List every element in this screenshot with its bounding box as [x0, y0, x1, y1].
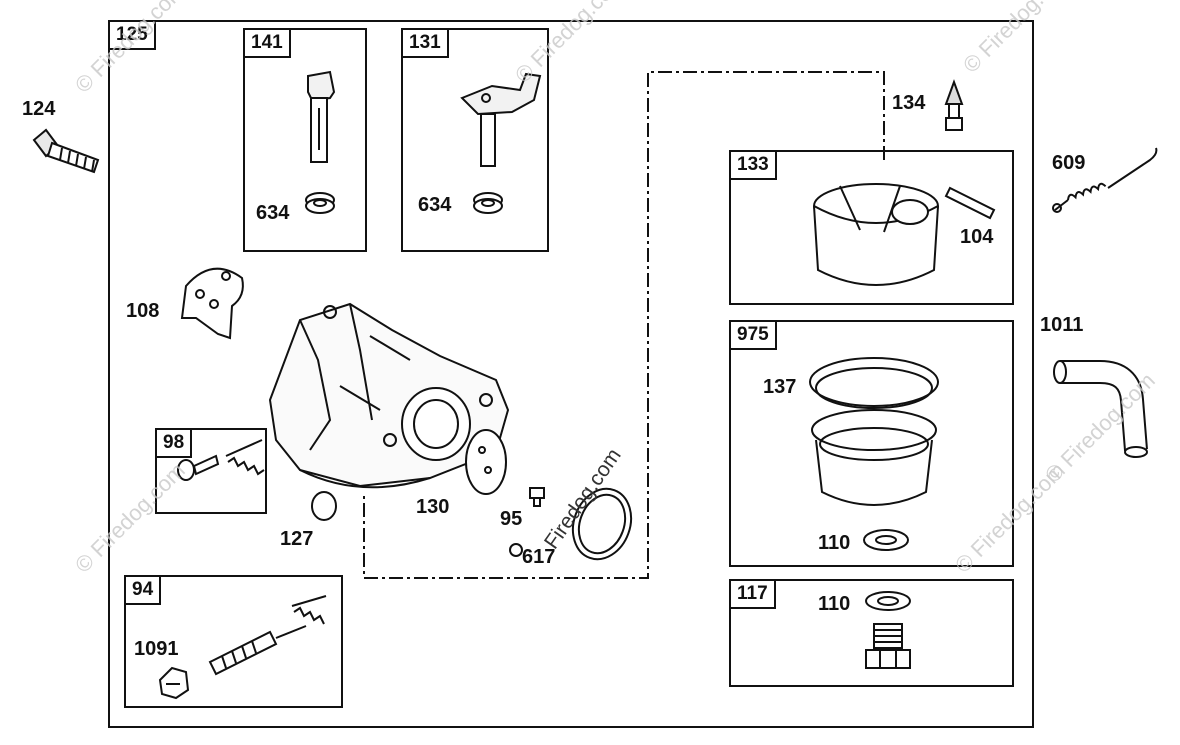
label-617: 617: [522, 546, 556, 568]
plate-108-icon: [180, 267, 244, 340]
label-634-a: 634: [256, 202, 290, 224]
spring-98-icon: [225, 439, 265, 476]
label-104: 104: [960, 226, 994, 248]
screw-98-icon: [177, 454, 220, 481]
label-110-b: 110: [818, 593, 851, 615]
group-94-tag: 94: [124, 575, 162, 605]
hose-1011-icon: [1053, 360, 1148, 458]
oring-icon: [571, 487, 633, 561]
group-975-tag: 975: [729, 320, 777, 350]
label-137: 137: [763, 376, 797, 398]
idle-needle-94-icon: [208, 625, 307, 676]
group-975-box: 975: [729, 320, 1014, 567]
washer-110-b-icon: [865, 591, 911, 611]
plug-127-icon: [311, 491, 337, 521]
spring-94-icon: [291, 595, 327, 625]
screw-95-icon: [529, 487, 545, 507]
group-141-tag: 141: [243, 28, 291, 58]
label-1011: 1011: [1040, 314, 1084, 336]
float-133-icon: [813, 183, 939, 286]
group-117-box: 117: [729, 579, 1014, 687]
spring-609-icon: [1052, 147, 1158, 213]
label-609: 609: [1052, 152, 1086, 174]
label-130: 130: [416, 496, 450, 518]
group-125-tag: 125: [108, 20, 156, 50]
label-110-a: 110: [818, 532, 851, 554]
carburetor-body-icon: [268, 302, 510, 489]
group-141-box: 141: [243, 28, 367, 252]
bolt-124-icon: [32, 128, 100, 174]
choke-shaft-141-icon: [305, 70, 336, 214]
group-133-box: 133: [729, 150, 1014, 305]
group-98-tag: 98: [155, 428, 193, 458]
group-125-frame: 125: [108, 20, 1034, 728]
fitting-117-icon: [865, 623, 911, 669]
diaphragm-130-icon: [465, 429, 507, 495]
label-134: 134: [892, 92, 926, 114]
pin-104-icon: [944, 186, 996, 220]
group-131-tag: 131: [401, 28, 449, 58]
washer-110-a-icon: [863, 529, 909, 551]
needle-134-icon: [944, 79, 964, 131]
label-108: 108: [126, 300, 160, 322]
label-634-b: 634: [418, 194, 452, 216]
ball-617-icon: [509, 543, 523, 557]
bowl-975-icon: [809, 357, 939, 506]
cap-1091-icon: [158, 666, 190, 700]
label-1091: 1091: [134, 638, 179, 660]
group-94-box: 94: [124, 575, 343, 708]
leader-line: [363, 71, 885, 579]
label-124: 124: [22, 98, 56, 120]
group-117-tag: 117: [729, 579, 776, 609]
group-98-box: 98: [155, 428, 267, 514]
label-95: 95: [500, 508, 523, 530]
group-133-tag: 133: [729, 150, 777, 180]
label-127: 127: [280, 528, 314, 550]
throttle-shaft-131-icon: [460, 72, 542, 214]
group-131-box: 131: [401, 28, 549, 252]
